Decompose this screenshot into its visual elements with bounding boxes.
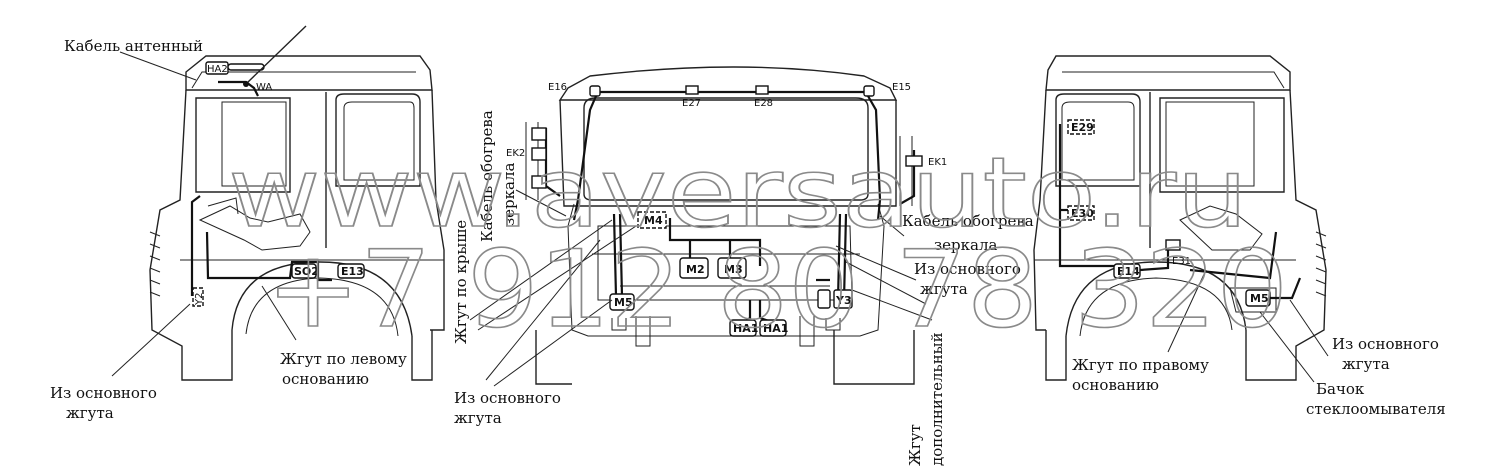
label-mirror-heat-vertical-1: Кабель обогрева [478,110,496,242]
code-EK2: EK2 [506,148,525,159]
label-main-harness-right-2: жгута [1342,355,1390,373]
code-M3: M3 [724,263,743,276]
left-cab-view: HA2 WA SO2 E13 Y2 Кабель антенный Жгут п… [50,25,445,422]
code-E14: E14 [1117,265,1140,278]
label-mirror-heat-right-1: Кабель обогрева [902,212,1034,230]
label-right-harness-2: основанию [1072,376,1159,394]
watermark-url: www.aversauto.ru [228,137,1248,249]
right-cab-view: E29 E30 E14 E31 M5 Жгут по правому основ… [1033,55,1446,418]
label-right-harness-1: Жгут по правому [1072,356,1209,374]
code-SO2: SO2 [294,265,319,278]
code-EK1: EK1 [928,157,947,168]
code-E16: E16 [548,82,567,93]
code-E31: E31 [1172,256,1191,267]
code-M2: M2 [686,263,705,276]
label-left-harness-1: Жгут по левому [280,350,407,368]
label-additional-harness-2: дополнительный [928,332,946,466]
code-E28: E28 [754,98,773,109]
label-main-harness-right-1: Из основного [1332,335,1439,353]
code-M4: M4 [644,214,663,227]
code-E13: E13 [341,265,364,278]
code-E29: E29 [1071,121,1094,134]
center-cab-view: E16 E15 E27 E28 EK2 EK1 M4 M2 M3 M5 HA1 … [452,66,1034,466]
label-main-harness-mid-1: Из основного [914,260,1021,278]
label-main-harness-left-1: Из основного [50,384,157,402]
watermark-phone: +7 912 80 78 320 [266,228,1288,351]
watermark: www.aversauto.ru +7 912 80 78 320 [227,136,1289,352]
label-left-harness-2: основанию [282,370,369,388]
label-main-harness-mid-2: жгута [920,280,968,298]
code-HA2: HA2 [207,64,228,75]
label-main-harness-center-2: жгута [454,409,502,427]
code-Y3: Y3 [835,294,852,307]
label-main-harness-center-1: Из основного [454,389,561,407]
code-Y2: Y2 [194,293,205,306]
label-antenna-cable: Кабель антенный [64,37,203,55]
code-HA1-left: HA1 [733,322,758,335]
code-HA1-right: HA1 [763,322,788,335]
code-E27: E27 [682,98,701,109]
label-main-harness-left-2: жгута [66,404,114,422]
code-M5-right: M5 [1250,292,1269,305]
code-M5-center: M5 [614,296,633,309]
code-E15: E15 [892,82,911,93]
code-E30: E30 [1071,207,1094,220]
label-additional-harness-1: Жгут [906,424,924,466]
label-mirror-heat-right-2: зеркала [934,236,998,254]
label-washer-tank-2: стеклоомывателя [1306,400,1446,418]
label-roof-harness: Жгут по крыше [452,220,470,344]
label-washer-tank-1: Бачок [1316,380,1365,398]
label-mirror-heat-vertical-2: зеркала [500,162,518,226]
code-WA: WA [256,82,272,93]
